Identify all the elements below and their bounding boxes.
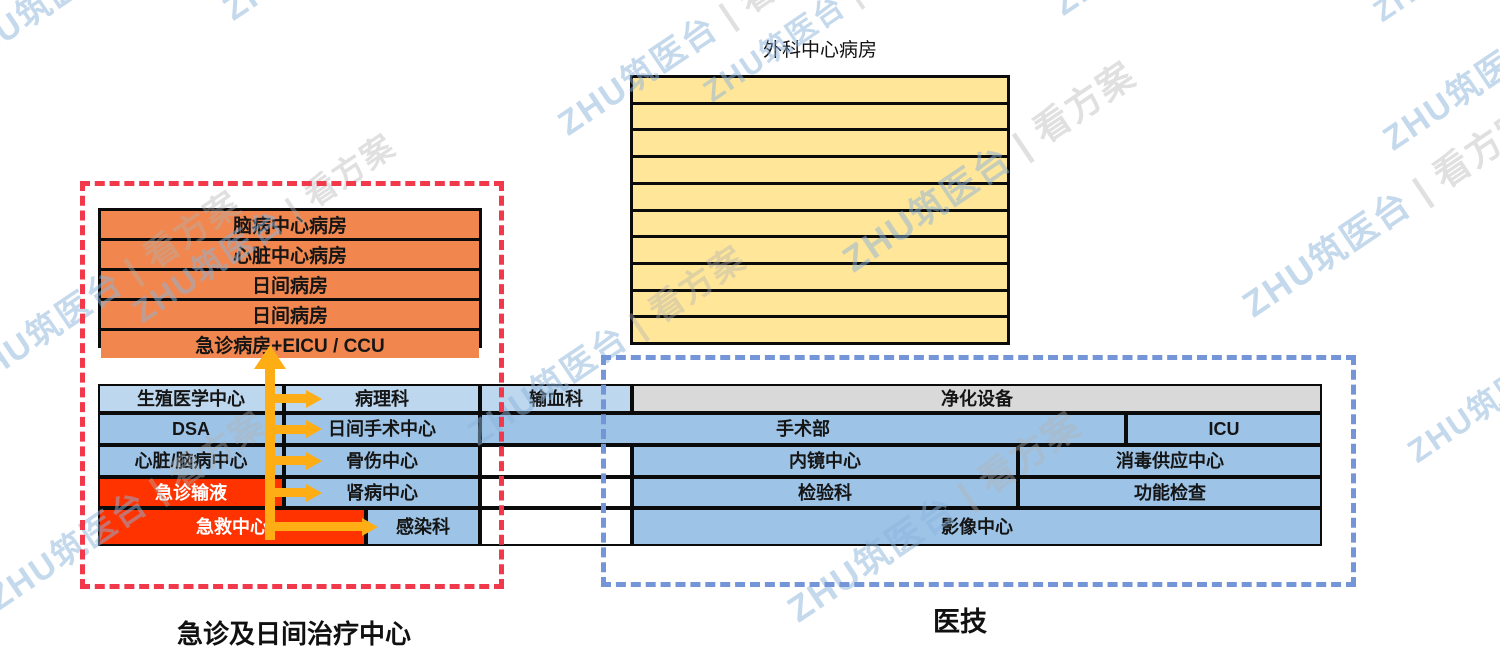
- cell-function-examination: 功能检查: [1018, 477, 1322, 508]
- flow-arrow-trunk: [265, 369, 275, 540]
- cell-emergency-infusion: 急诊输液: [98, 477, 284, 508]
- watermark-brand: ZHU筑医台: [1401, 342, 1500, 470]
- ward-row: 日间病房: [101, 271, 479, 301]
- cell-purification-equipment: 净化设备: [632, 384, 1322, 413]
- emergency-ward-stack: 脑病中心病房 心脏中心病房 日间病房 日间病房 急诊病房+EICU / CCU: [98, 208, 482, 358]
- cell-operating-department: 手术部: [480, 413, 1126, 445]
- ward-stripe: [633, 131, 1007, 159]
- flow-arrow-branch: [270, 488, 306, 497]
- ward-stripe: [633, 291, 1007, 319]
- watermark: ZHU筑医台 | 看方案: [0, 0, 239, 80]
- cell-imaging-center: 影像中心: [632, 508, 1322, 546]
- cell-endoscopy-center: 内镜中心: [632, 445, 1018, 477]
- surgical-ward-title: 外科中心病房: [762, 40, 877, 61]
- watermark-suffix: | 看方案: [995, 53, 1144, 172]
- flow-arrow-right-icon: [306, 452, 322, 470]
- cell-disinfection-supply-center: 消毒供应中心: [1018, 445, 1322, 477]
- ward-stripe: [633, 184, 1007, 212]
- ward-stripe: [633, 104, 1007, 132]
- watermark: ZHU筑医台 | 看方案: [1041, 0, 1339, 25]
- cell-empty: [480, 477, 632, 508]
- flow-arrow-right-icon: [306, 420, 322, 438]
- watermark: ZHU筑医台 | 看方案: [1230, 92, 1500, 328]
- cell-cardiac-brain-center: 心脏/脑病中心: [98, 445, 284, 477]
- ward-stripe: [633, 238, 1007, 265]
- flow-arrow-branch: [270, 522, 362, 531]
- flow-arrow-branch: [270, 425, 306, 434]
- cell-blood-transfusion: 输血科: [480, 384, 632, 413]
- watermark-brand: ZHU筑医台: [1234, 182, 1419, 326]
- emergency-group-caption: 急诊及日间治疗中心: [176, 619, 411, 649]
- ward-row: 脑病中心病房: [101, 211, 479, 241]
- watermark: ZHU筑医台 | 看方案: [1397, 261, 1500, 472]
- watermark-brand: ZHU筑医台: [216, 0, 390, 28]
- medtech-group-caption: 医技: [933, 607, 987, 637]
- cell-day-surgery-center: 日间手术中心: [284, 413, 480, 445]
- ward-row: 日间病房: [101, 301, 479, 331]
- cell-empty: [480, 508, 632, 546]
- watermark: ZHU筑医台 | 看方案: [1371, 0, 1500, 160]
- flow-arrow-branch: [270, 456, 306, 465]
- watermark-suffix: | 看方案: [1405, 98, 1500, 210]
- ward-stripe: [633, 264, 1007, 292]
- cell-infection-department: 感染科: [366, 508, 480, 546]
- cell-reproductive-medicine: 生殖医学中心: [98, 384, 284, 413]
- flow-arrow-right-icon: [362, 518, 378, 536]
- watermark-brand: ZHU筑医台: [1368, 0, 1500, 29]
- flow-arrow-right-icon: [306, 390, 322, 408]
- cell-dsa: DSA: [98, 413, 284, 445]
- ward-row: 急诊病房+EICU / CCU: [101, 331, 479, 358]
- flow-arrow-up-icon: [254, 345, 286, 369]
- watermark-brand: ZHU筑医台: [1046, 0, 1220, 23]
- watermark-brand: ZHU筑医台: [1376, 23, 1500, 159]
- watermark-suffix: | 看方案: [833, 0, 957, 17]
- watermark: ZHU筑医台 | 看方案: [211, 0, 509, 30]
- cell-icu: ICU: [1126, 413, 1322, 445]
- ward-stripe: [633, 158, 1007, 185]
- ward-row: 心脏中心病房: [101, 241, 479, 271]
- flow-arrow-branch: [270, 394, 306, 403]
- surgical-ward-box: [630, 75, 1010, 345]
- cell-laboratory: 检验科: [632, 477, 1018, 508]
- flow-arrow-right-icon: [306, 484, 322, 502]
- ward-stripe: [633, 211, 1007, 239]
- watermark: ZHU筑医台 | 看方案: [1363, 0, 1500, 30]
- ward-stripe: [633, 318, 1007, 343]
- watermark-brand: ZHU筑医台: [0, 0, 121, 79]
- cell-empty: [480, 445, 632, 477]
- ward-stripe: [633, 78, 1007, 105]
